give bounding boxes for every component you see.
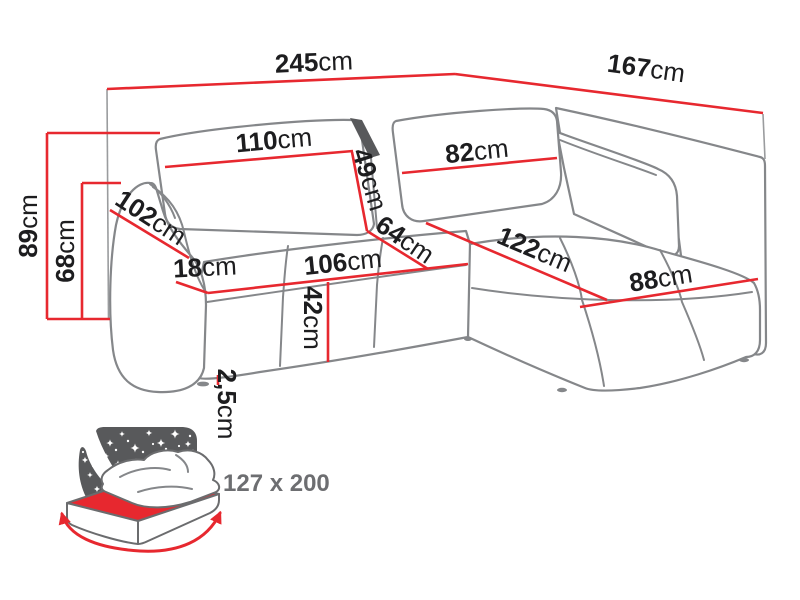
- sofa-cushion-gap-shadow: [350, 118, 380, 158]
- dim-armrest-depth-line: [109, 208, 190, 260]
- dim-back-cushion-left-label: 110cm: [234, 122, 313, 159]
- sofa-chaise-seat: [464, 235, 762, 392]
- dim-total-width-label: 245cm: [274, 45, 353, 78]
- duvet: [100, 449, 221, 509]
- dimension-lines: [45, 72, 764, 385]
- dim-seat-depth-line: [366, 229, 429, 271]
- unfold-arrow: [58, 510, 222, 553]
- sofa-back-cushion-left: [154, 118, 376, 237]
- dim-back-cushion-right-line: [401, 156, 558, 175]
- dim-total-width-line: [106, 72, 456, 91]
- sleeping-area-size-label: 127 x 200: [223, 470, 330, 497]
- projection-lines: [106, 88, 766, 319]
- dim-seat-width-line: [207, 262, 469, 295]
- dim-chaise-width-label: 88cm: [627, 258, 695, 298]
- dim-armrest-width-label: 18cm: [172, 250, 237, 283]
- dim-back-cushion-left-line: [164, 149, 354, 169]
- dim-chaise-width-line: [579, 277, 759, 309]
- dim-seat-height-label: 42cm: [298, 286, 328, 350]
- dim-seat-width-label: 106cm: [302, 243, 383, 281]
- sofa-drawing: [109, 106, 768, 394]
- dim-total-depth-line: [454, 72, 764, 115]
- dimension-labels: 245cm 167cm 89cm 68cm 102cm 110cm 49cm 8…: [13, 45, 695, 439]
- dim-back-cushion-right-label: 82cm: [444, 133, 510, 169]
- dim-total-height-label: 89cm: [13, 194, 43, 258]
- dim-armrest-width-line: [175, 280, 209, 295]
- dim-backrest-height-label: 68cm: [50, 219, 80, 283]
- dim-foot-height-label: 2,5cm: [212, 369, 242, 440]
- sofa-left-armrest: [109, 181, 208, 394]
- sofa-bed-icon: [58, 427, 222, 553]
- dim-back-cushion-height-line: [350, 151, 369, 232]
- dim-total-depth-label: 167cm: [606, 48, 687, 89]
- dim-chaise-length-line: [425, 221, 608, 302]
